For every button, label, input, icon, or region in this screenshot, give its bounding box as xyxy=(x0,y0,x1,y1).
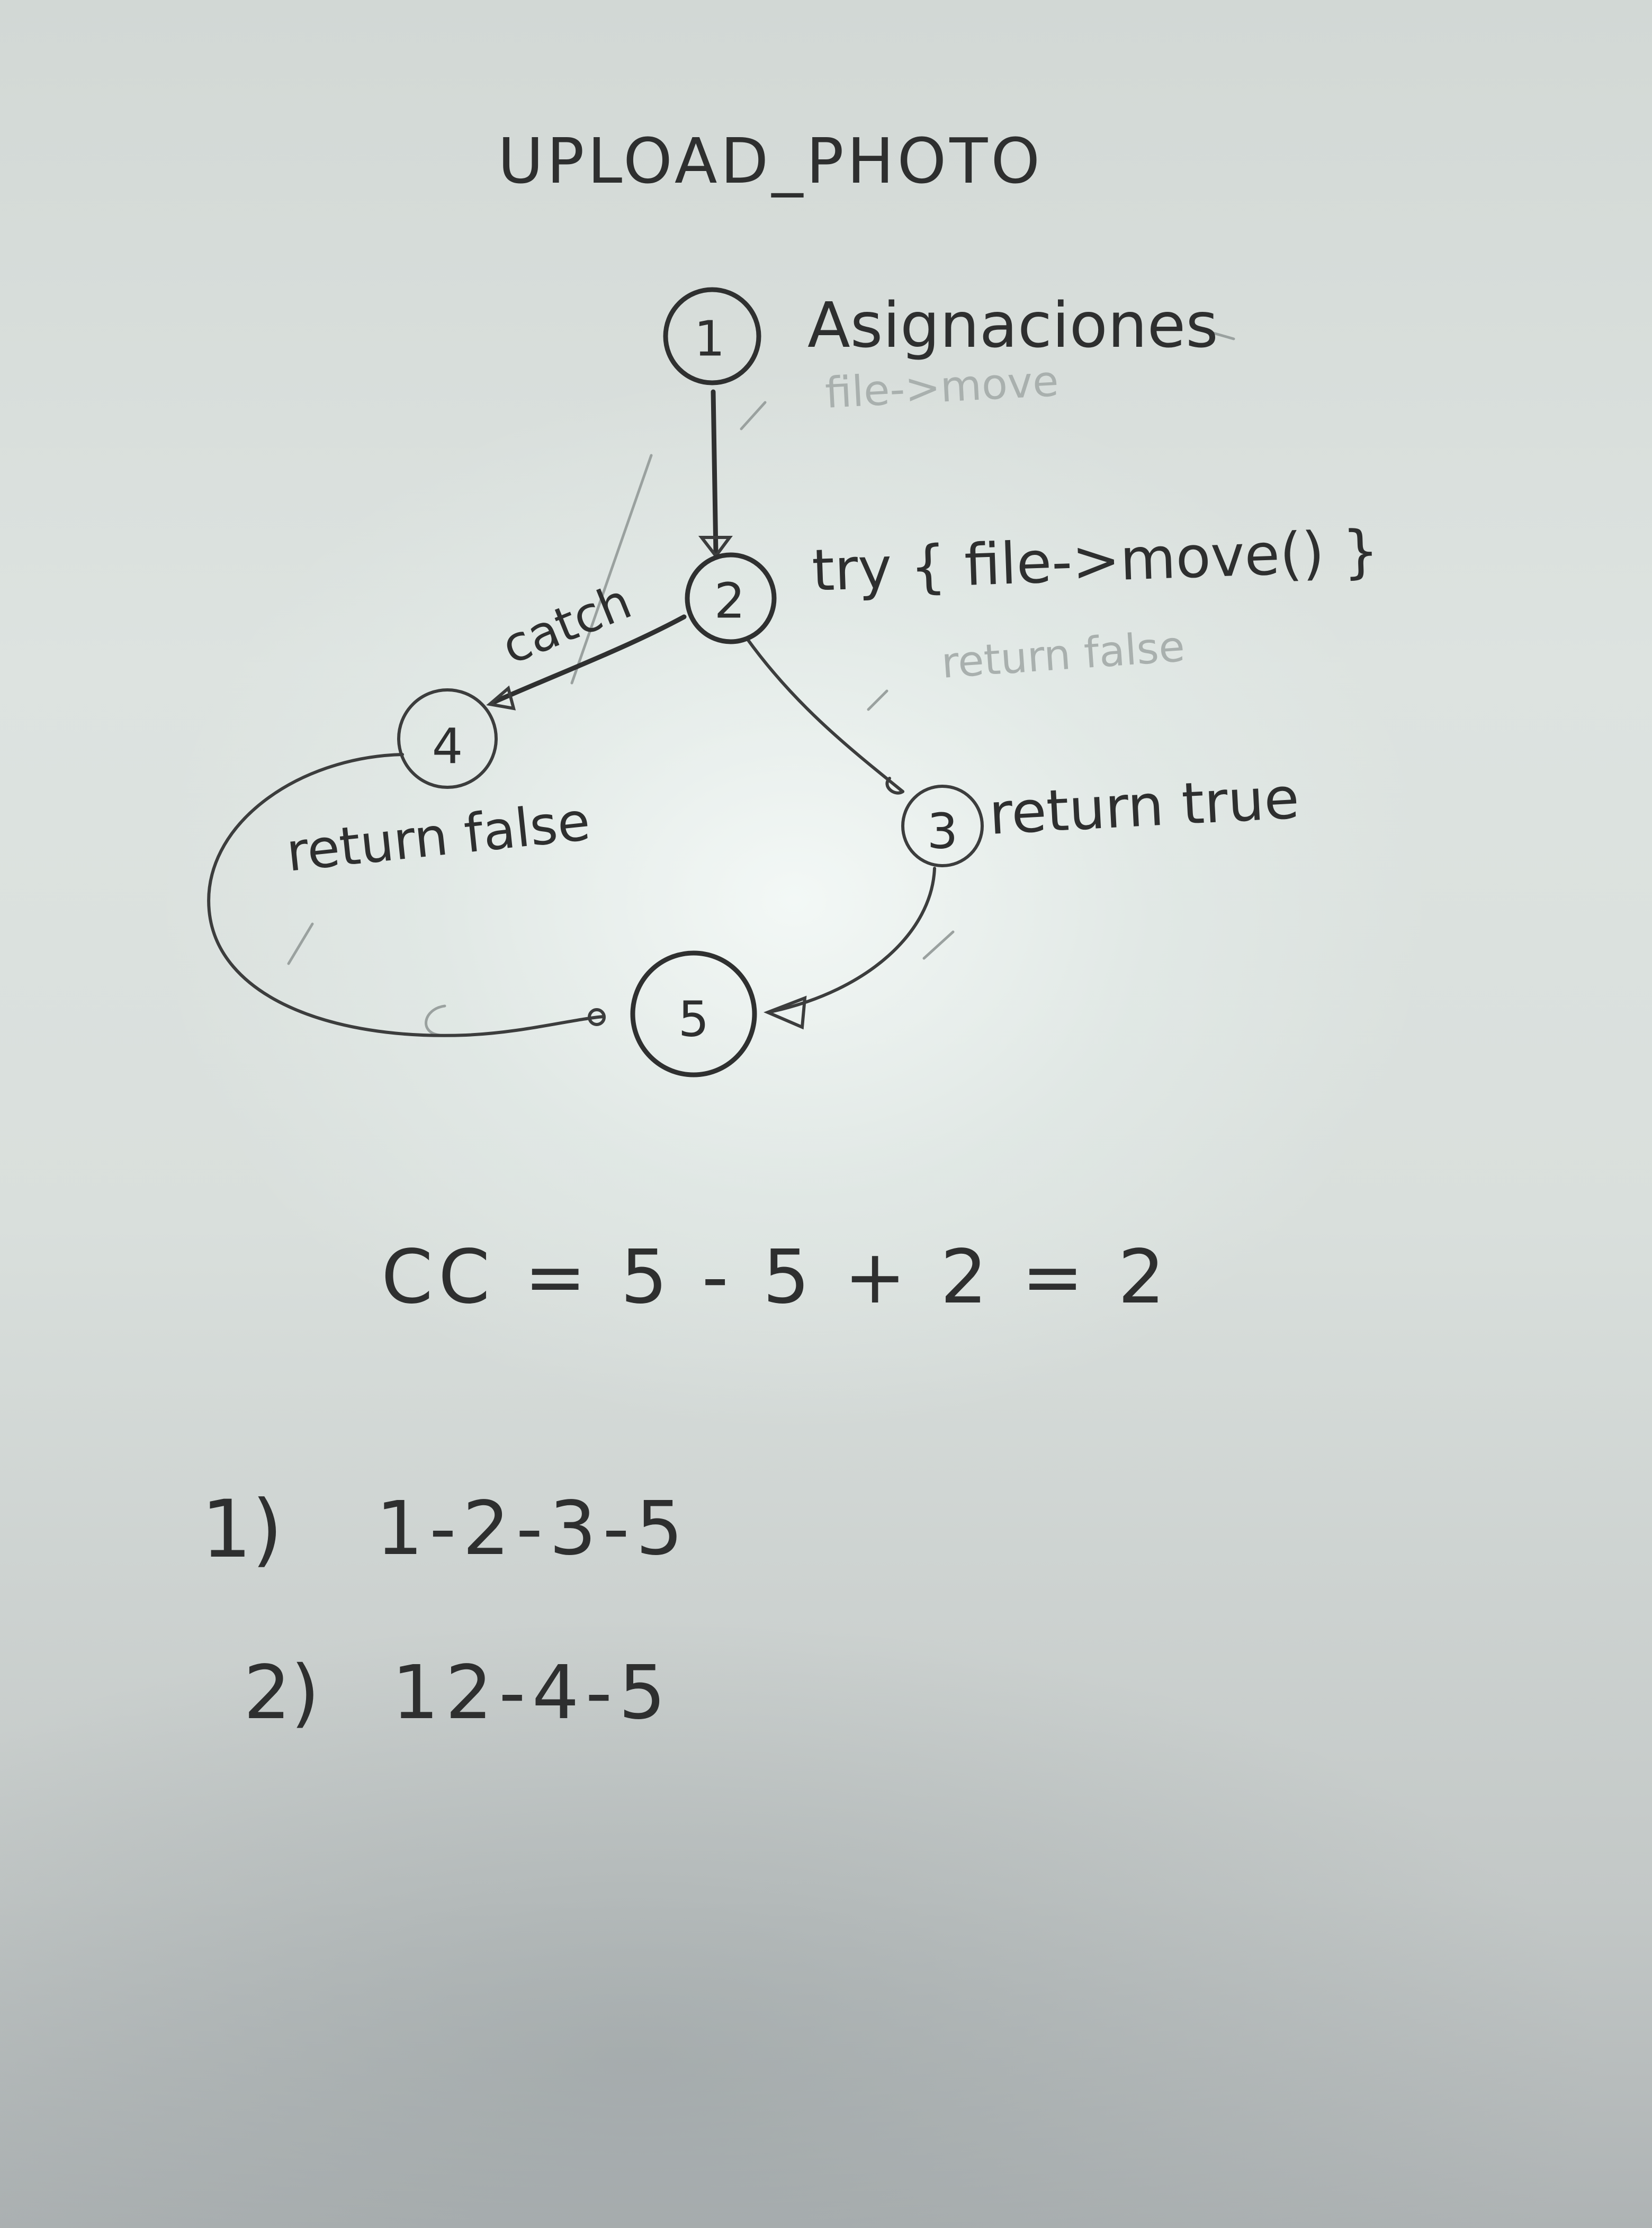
path-2-value: 12-4-5 xyxy=(392,1650,672,1736)
node-4-number: 4 xyxy=(432,718,463,775)
edge-4-5-tail xyxy=(588,1008,606,1026)
edge-1-2 xyxy=(711,389,719,556)
node-2-number: 2 xyxy=(714,573,746,630)
node-1-number: 1 xyxy=(694,311,725,367)
faint-stroke-4 xyxy=(287,922,314,965)
faint-stroke-3 xyxy=(867,689,888,711)
node-5-circle xyxy=(630,950,757,1077)
page-title: UPLOAD_PHOTO xyxy=(498,124,1043,197)
edge-1-2-arrowhead xyxy=(698,536,733,559)
edge-4-5 xyxy=(207,753,605,1037)
node-4-annotation: return false xyxy=(283,790,593,884)
node-3-number: 3 xyxy=(927,803,958,860)
node-2-annotation: try { file->move() } xyxy=(811,518,1380,604)
edge-3-5 xyxy=(771,867,936,1013)
edge-2-4 xyxy=(492,614,687,704)
node-1-annotation: Asignaciones xyxy=(807,289,1218,362)
node-4-circle xyxy=(397,688,498,789)
faint-stroke-1 xyxy=(740,401,767,430)
node-3-circle xyxy=(901,785,984,867)
edge-2-4-label: catch xyxy=(494,573,639,676)
node-3-annotation: return true xyxy=(987,765,1301,848)
faint-stroke-5 xyxy=(922,930,955,960)
faint-mark-1: file->move xyxy=(824,356,1060,418)
path-2-label: 2) xyxy=(244,1650,320,1736)
path-1-value: 1-2-3-5 xyxy=(376,1486,689,1572)
path-1-label: 1) xyxy=(201,1484,283,1576)
node-2-circle xyxy=(685,552,777,644)
edge-2-3 xyxy=(745,636,904,793)
faint-stroke-7 xyxy=(1195,327,1235,340)
edge-3-5-arrowhead xyxy=(764,995,807,1030)
faint-stroke-2 xyxy=(570,454,653,685)
node-5-number: 5 xyxy=(678,991,710,1048)
node-1-circle xyxy=(663,287,761,385)
edge-2-3-tail xyxy=(885,777,904,795)
faint-mark-2: return false xyxy=(940,622,1187,688)
faint-stroke-6 xyxy=(425,1004,446,1037)
edge-2-4-arrowhead xyxy=(486,685,516,711)
cyclomatic-formula: CC = 5 - 5 + 2 = 2 xyxy=(381,1234,1170,1320)
